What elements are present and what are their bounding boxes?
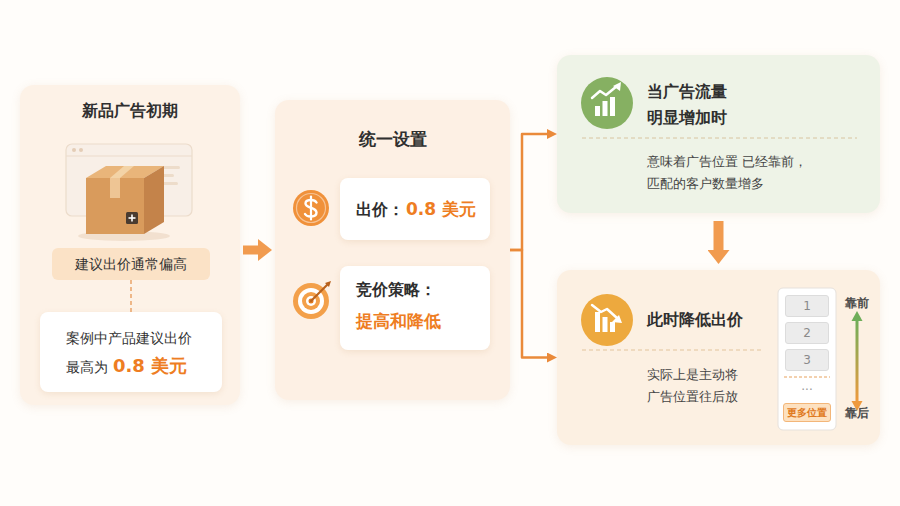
panel-body: 意味着广告位置 已经靠前，匹配的客户数量增多 xyxy=(647,151,862,195)
panel-title: 统一设置 xyxy=(275,128,510,151)
note-pill: 建议出价通常偏高 xyxy=(52,248,210,280)
panel-heading: 当广告流量 明显增加时 xyxy=(647,79,767,131)
connector-arrow xyxy=(714,221,724,250)
rank-number: 1 xyxy=(786,296,828,316)
tag-text: 更多位置 xyxy=(784,404,830,421)
rank-number: 3 xyxy=(786,350,828,370)
text-line: 出价：0.8 美元 xyxy=(356,178,476,241)
action-panel: 此时降低出价实际上是主动将 广告位置往后放 1 2 3 更多位置 xyxy=(557,270,880,445)
setting-card: 出价：0.8 美元 xyxy=(340,178,490,240)
rank-item: 2 xyxy=(785,322,829,344)
more-positions-tag: 更多位置 xyxy=(783,403,831,422)
connector-line xyxy=(130,280,132,312)
ellipsis-mark: ... xyxy=(797,379,817,393)
rank-number: 2 xyxy=(786,323,828,343)
connector-arrow xyxy=(243,246,258,255)
panel-title: 新品广告初期 xyxy=(20,101,240,122)
connector-arrow xyxy=(510,134,547,250)
setting-label: 出价： xyxy=(356,200,404,219)
setting-value: 0.8 美元 xyxy=(406,199,476,219)
info-card: 案例中产品建议出价 最高为0.8 美元 xyxy=(40,312,222,392)
panel-heading: 此时降低出价 xyxy=(647,310,743,331)
rank-card xyxy=(778,288,836,430)
connector-arrow xyxy=(510,250,547,358)
stage-panel: 统一设置出价：0.8 美元竞价策略： 提高和降低 xyxy=(275,100,510,400)
rank-item: 1 xyxy=(785,295,829,317)
setting-label: 竞价策略： xyxy=(356,280,436,301)
direction-label: 靠后 xyxy=(845,405,869,422)
pill-text: 建议出价通常偏高 xyxy=(52,248,210,280)
direction-label: 靠前 xyxy=(845,295,869,312)
price-value: 0.8 美元 xyxy=(113,355,187,376)
text-line: 案例中产品建议出价 最高为0.8 美元 xyxy=(66,324,216,381)
outcome-panel: 当广告流量 明显增加时意味着广告位置 已经靠前，匹配的客户数量增多 xyxy=(557,55,880,213)
rank-item: 3 xyxy=(785,349,829,371)
panel-body: 实际上是主动将 广告位置往后放 xyxy=(647,364,757,408)
setting-card: 竞价策略： 提高和降低 xyxy=(340,266,490,350)
stage-panel: 新品广告初期建议出价通常偏高案例中产品建议出价 最高为0.8 美元 xyxy=(20,85,240,405)
setting-value: 提高和降低 xyxy=(356,310,441,333)
